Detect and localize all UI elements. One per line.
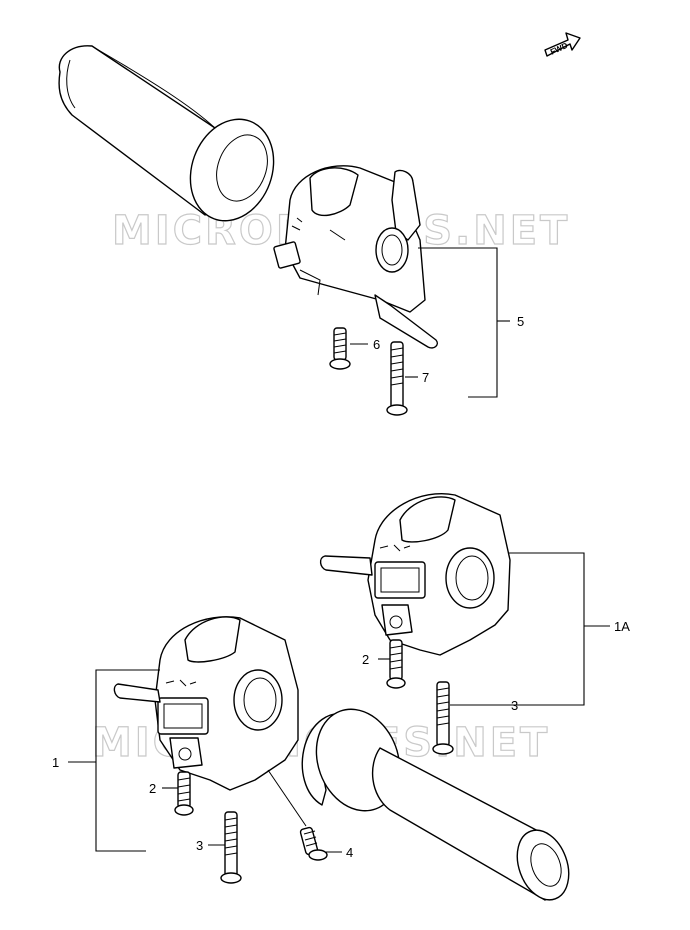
callout-4: 4 [346,845,353,860]
callout-5: 5 [517,314,524,329]
leader-1 [95,669,160,852]
screw-7 [386,341,408,416]
callout-2-right: 2 [362,652,369,667]
fwd-arrow-icon: FWD [544,32,581,57]
left-handlebar-grip [301,708,570,901]
screw-6 [329,327,351,370]
callout-1A: 1A [614,619,630,634]
fwd-label: FWD [549,41,570,57]
callout-6: 6 [373,337,380,352]
callout-7: 7 [422,370,429,385]
callout-3-right: 3 [511,698,518,713]
leader-1A [450,552,585,706]
left-switch-assembly-1A [319,493,511,656]
screw-4 [267,769,328,861]
callout-2-left: 2 [149,781,156,796]
callout-3-left: 3 [196,838,203,853]
screw-2-left [174,771,194,816]
callout-1: 1 [52,755,59,770]
screw-3-left [220,811,242,884]
right-switch-assembly [273,165,438,349]
screw-3-right [432,681,454,755]
left-switch-assembly-1 [113,616,299,791]
throttle-grip [58,45,275,222]
screw-2-right [386,639,406,689]
leader-5 [418,247,498,398]
